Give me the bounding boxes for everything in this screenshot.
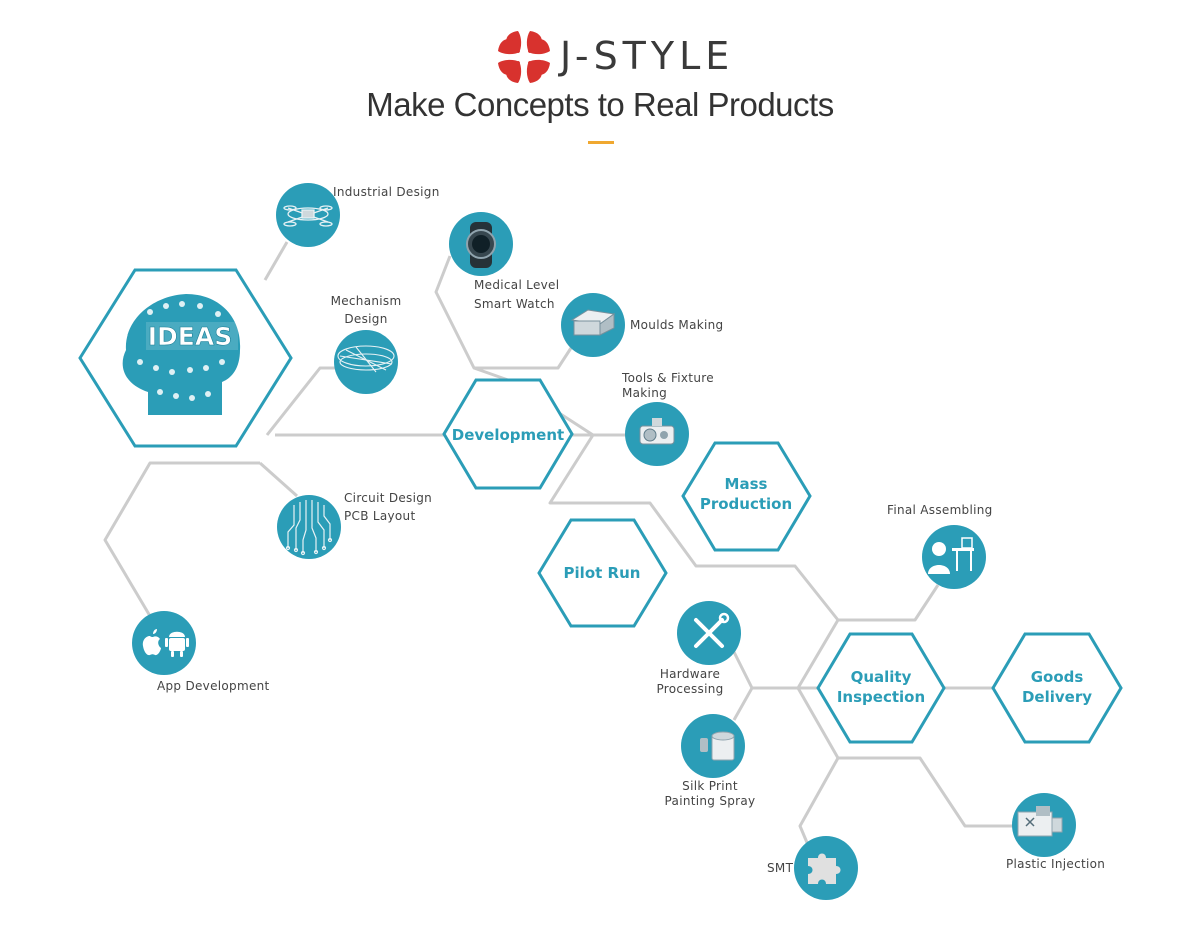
industrial-design-label: Industrial Design (333, 185, 440, 199)
hub-pilot-run: Pilot Run (539, 520, 666, 626)
step-circuit-design: Circuit Design PCB Layout (277, 491, 432, 559)
hardware-processing-label-line1: Hardware (660, 667, 720, 681)
smart-watch-label-line1: Medical Level (474, 278, 559, 292)
step-silk-print: Silk Print Painting Spray (665, 714, 756, 808)
mechanism-design-label-line2: Design (344, 312, 387, 326)
step-smart-watch: Medical Level Smart Watch (449, 212, 559, 311)
tools-fixture-label-line1: Tools & Fixture (621, 371, 714, 385)
step-industrial-design: Industrial Design (276, 183, 440, 247)
circuit-design-label-line2: PCB Layout (344, 509, 415, 523)
moulds-making-label: Moulds Making (630, 318, 723, 332)
hub-goods-delivery: Goods Delivery (993, 634, 1121, 742)
goods-delivery-label-line2: Delivery (1022, 688, 1092, 706)
tools-fixture-label-line2: Making (622, 386, 667, 400)
hub-quality-inspection: Quality Inspection (818, 634, 944, 742)
step-final-assembling: Final Assembling (887, 503, 993, 589)
hardware-processing-label-line2: Processing (656, 682, 723, 696)
step-plastic-injection: Plastic Injection (1006, 793, 1105, 871)
step-mechanism-design: Mechanism Design (331, 294, 402, 394)
mass-production-label-line2: Production (700, 495, 792, 513)
silk-print-label-line2: Painting Spray (665, 794, 756, 808)
app-development-label: App Development (157, 679, 270, 693)
development-label: Development (452, 426, 564, 444)
pilot-run-label: Pilot Run (564, 564, 641, 582)
plastic-injection-label: Plastic Injection (1006, 857, 1105, 871)
smt-label: SMT (767, 861, 794, 875)
hub-mass-production: Mass Production (683, 443, 810, 550)
silk-print-label-line1: Silk Print (682, 779, 738, 793)
quality-inspection-label-line1: Quality (851, 668, 912, 686)
hub-development: Development (444, 380, 572, 488)
step-moulds-making: Moulds Making (561, 293, 723, 357)
hub-ideas: IDEAS (80, 270, 291, 446)
mass-production-label-line1: Mass (725, 475, 768, 493)
step-app-development: App Development (132, 611, 270, 693)
step-smt: SMT (767, 836, 858, 900)
step-hardware-processing: Hardware Processing (656, 601, 741, 696)
smart-watch-icon (467, 222, 495, 268)
mechanism-design-label-line1: Mechanism (331, 294, 402, 308)
circuit-design-label-line1: Circuit Design (344, 491, 432, 505)
puzzle-piece-icon (808, 854, 841, 885)
smart-watch-label-line2: Smart Watch (474, 297, 555, 311)
goods-delivery-label-line1: Goods (1031, 668, 1084, 686)
final-assembling-label: Final Assembling (887, 503, 993, 517)
step-tools-fixture: Tools & Fixture Making (621, 371, 714, 466)
ideas-label: IDEAS (148, 322, 233, 351)
quality-inspection-label-line2: Inspection (837, 688, 925, 706)
